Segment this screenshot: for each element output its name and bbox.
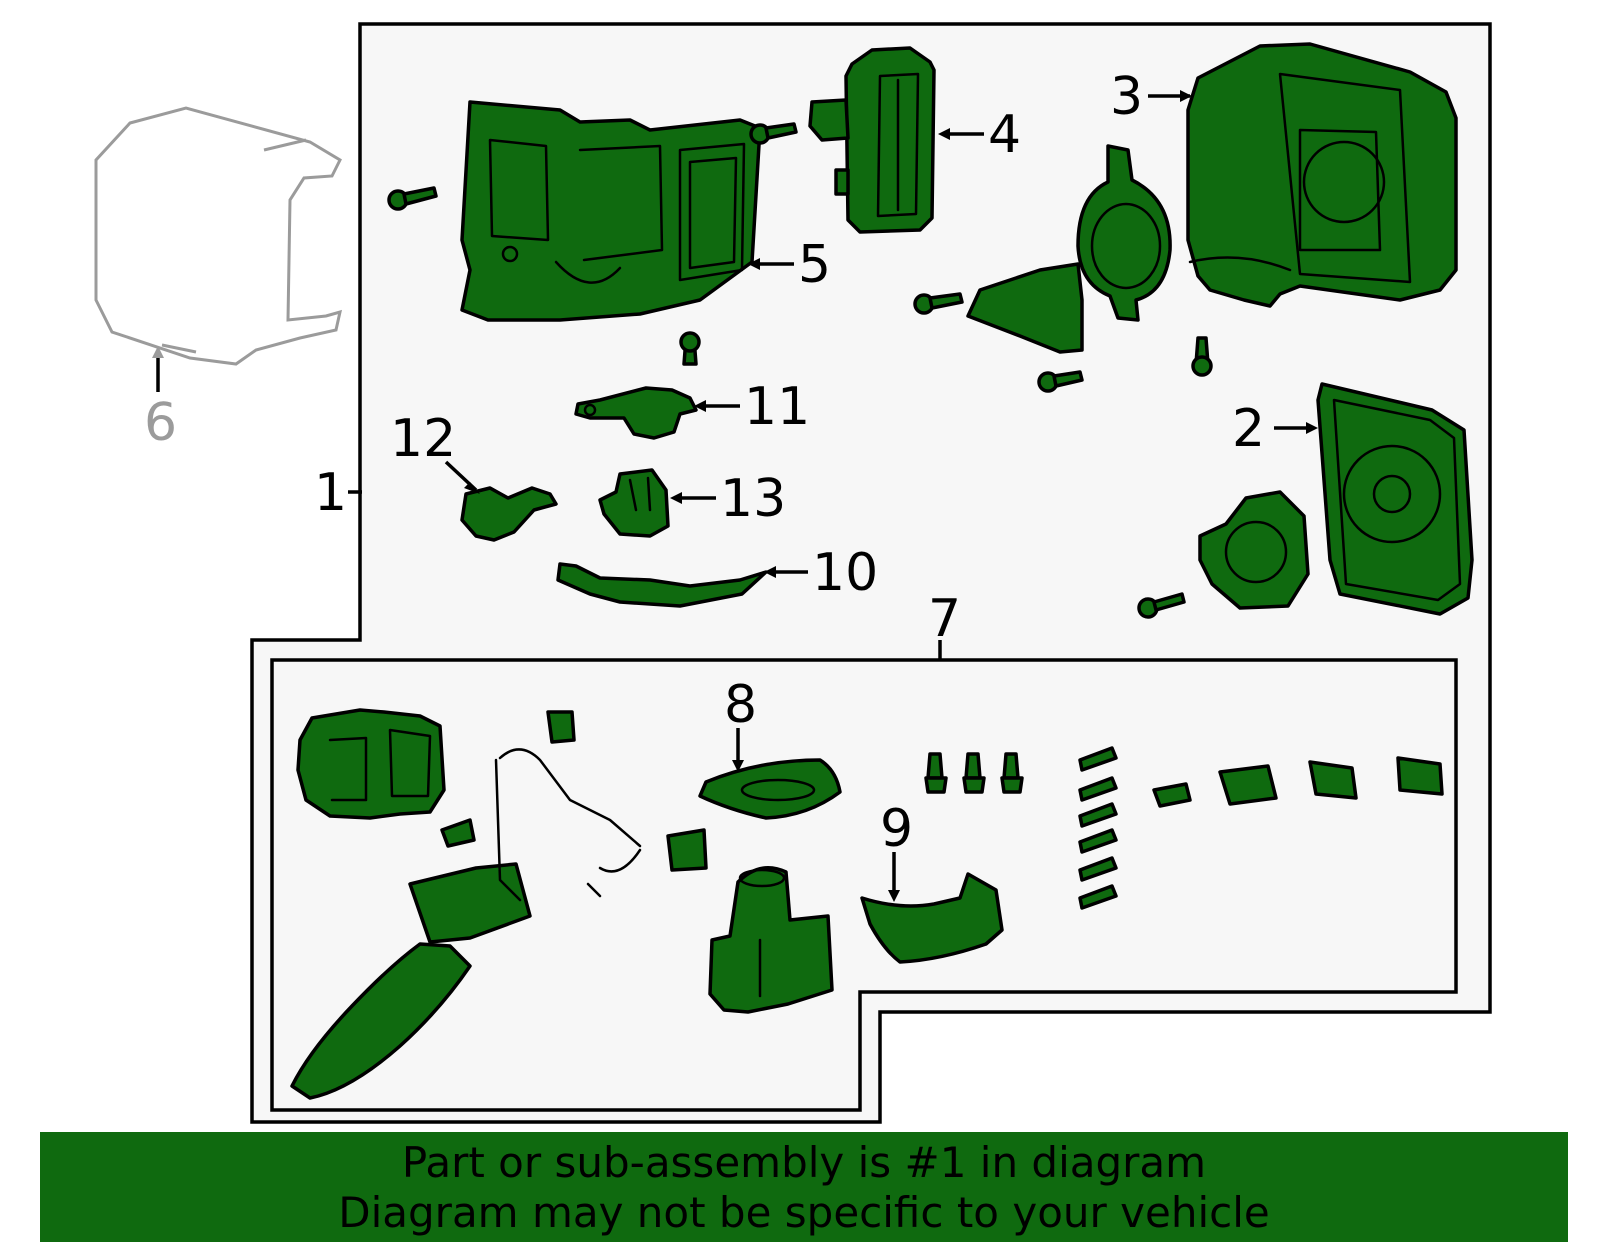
part-2-mirror-glass [1316, 382, 1474, 616]
callout-6: 6 [144, 393, 177, 453]
callout-2: 2 [1232, 399, 1265, 459]
screw-d [1037, 370, 1084, 393]
part-8-gasket [698, 758, 842, 820]
callout-5: 5 [798, 235, 831, 295]
part-6-mirror-cover [94, 106, 343, 366]
part-12-bracket [460, 486, 558, 542]
part-5-mirror-bracket [460, 100, 762, 322]
part-9-cover [860, 872, 1004, 964]
mirror-base [708, 866, 834, 1014]
disclaimer-banner: Part or sub-assembly is #1 in diagram Di… [40, 1132, 1568, 1242]
disclaimer-line-1: Part or sub-assembly is #1 in diagram [401, 1138, 1207, 1187]
disclaimer-line-2: Diagram may not be specific to your vehi… [338, 1188, 1270, 1237]
screw-b [749, 122, 798, 145]
callout-10: 10 [812, 543, 878, 603]
part-11-clip [574, 386, 698, 440]
power-fold-motor [296, 708, 446, 820]
part-4-turn-signal-lamp [808, 46, 936, 234]
screw-a [387, 186, 438, 211]
screw-e [1191, 336, 1213, 377]
part-3-mirror-housing [1186, 42, 1458, 308]
callout-11: 11 [744, 377, 810, 437]
folding-bracket [966, 144, 1172, 354]
screw-column [1078, 746, 1118, 910]
callout-9: 9 [880, 799, 913, 859]
callout-3: 3 [1110, 67, 1143, 127]
screw-g [1137, 592, 1186, 619]
screw-f [679, 331, 701, 366]
bolt-set [924, 752, 1024, 794]
subassembly-7-outline [270, 658, 1458, 1112]
wire-harness [290, 710, 708, 1100]
mirror-actuator [1198, 490, 1310, 610]
screw-c [913, 292, 964, 315]
callout-12: 12 [390, 409, 456, 469]
callout-13: 13 [720, 469, 786, 529]
callout-7: 7 [928, 589, 961, 649]
callout-1: 1 [314, 463, 347, 523]
connector-set [1152, 756, 1444, 808]
parts-diagram: 1 2 3 4 5 6 7 8 9 10 11 12 13 [94, 22, 1492, 1124]
part-13-motor [598, 468, 670, 538]
callout-8: 8 [724, 675, 757, 735]
callout-4: 4 [988, 105, 1021, 165]
leader-lines [152, 90, 1318, 902]
